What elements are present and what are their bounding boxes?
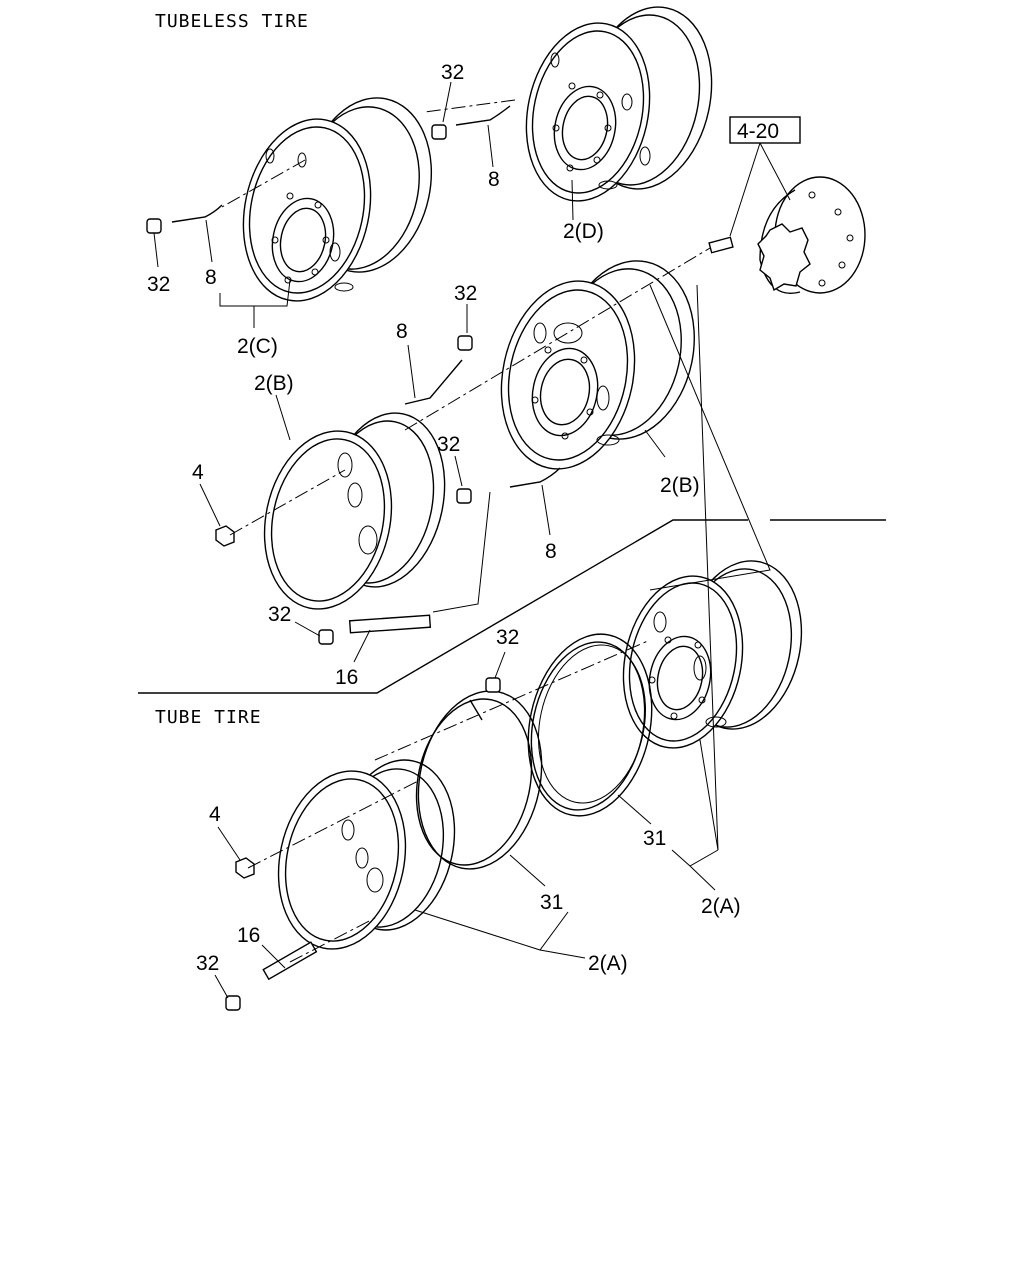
callout-box-4-20 xyxy=(729,116,801,144)
callout-2a: 2(A) xyxy=(701,895,741,918)
wheel-2b-left xyxy=(263,412,446,610)
callout-2b: 2(B) xyxy=(660,474,700,497)
lock-ring-31-left xyxy=(415,690,543,870)
callout-8: 8 xyxy=(205,266,217,289)
callout-31: 31 xyxy=(643,827,666,850)
callout-4-20: 4-20 xyxy=(737,120,779,143)
wheel-nuts xyxy=(215,525,255,879)
wheel-2d xyxy=(525,6,713,202)
callout-2c: 2(C) xyxy=(237,335,278,358)
callout-32: 32 xyxy=(496,626,519,649)
wheel-2c xyxy=(242,97,433,302)
callout-4: 4 xyxy=(192,461,204,484)
callout-16: 16 xyxy=(335,666,358,689)
callout-32: 32 xyxy=(437,433,460,456)
callout-2a: 2(A) xyxy=(588,952,628,975)
callout-16: 16 xyxy=(237,924,260,947)
section-title-tube: TUBE TIRE xyxy=(155,707,262,728)
callout-32: 32 xyxy=(441,61,464,84)
callout-2d: 2(D) xyxy=(563,220,604,243)
callout-32: 32 xyxy=(454,282,477,305)
callout-8: 8 xyxy=(488,168,500,191)
callout-31: 31 xyxy=(540,891,563,914)
hub-4-20 xyxy=(708,176,866,294)
callout-8: 8 xyxy=(396,320,408,343)
wheel-2b-right xyxy=(500,260,695,470)
section-title-tubeless: TUBELESS TIRE xyxy=(155,11,309,32)
callout-32: 32 xyxy=(268,603,291,626)
lock-ring-31-right xyxy=(527,633,653,817)
callout-32: 32 xyxy=(196,952,219,975)
callout-32: 32 xyxy=(147,273,170,296)
callout-2b: 2(B) xyxy=(254,372,294,395)
wheel-2a-right xyxy=(622,560,803,749)
valve-stems xyxy=(171,105,561,981)
leader-lines xyxy=(153,81,771,999)
alignment-lines xyxy=(221,99,711,963)
section-separator xyxy=(138,519,886,694)
callout-4: 4 xyxy=(209,803,221,826)
valve-caps xyxy=(146,124,501,1011)
callout-8: 8 xyxy=(545,540,557,563)
wheel-2a-left xyxy=(277,759,456,950)
